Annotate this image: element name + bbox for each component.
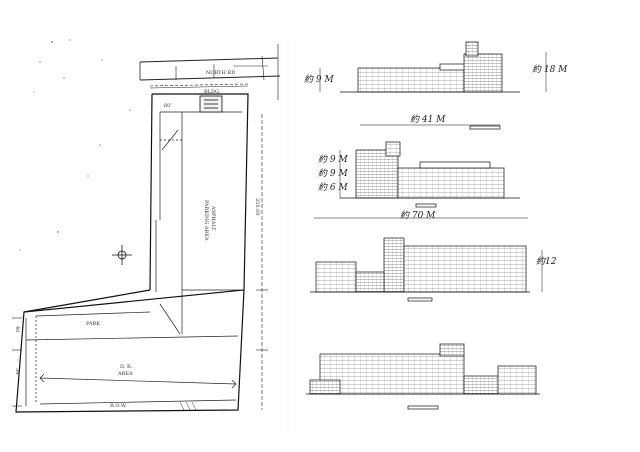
elev1-width: 約 41 M (410, 115, 446, 125)
lower-mid-sublabel: AREA (118, 371, 133, 377)
elevation-3 (310, 237, 543, 302)
building-label: BLDG (204, 89, 219, 95)
main-lot-label: PARKING AREA (203, 200, 209, 241)
elev2-height-2: 約 9 M (318, 169, 348, 179)
left-dimension-a: 40 (14, 326, 20, 333)
elev3-height-right: 約12 (536, 257, 557, 267)
elev2-width: 約 70 M (400, 211, 436, 221)
lower-mid-label: D. R. (120, 364, 133, 370)
elevation-4 (306, 343, 540, 410)
angle-dimension-label: 60' (164, 103, 172, 109)
elev2-height-3: 約 6 M (318, 183, 348, 193)
right-dimension-label: 250.00 (254, 198, 260, 216)
lower-left-label: PARK (86, 321, 101, 327)
north-road-label: NORTH RD (206, 70, 236, 76)
bottom-edge-label: R.O.W. (110, 403, 127, 409)
elev1-height-left: 約 9 M (304, 75, 334, 85)
elevation-2 (314, 141, 528, 219)
elevation-1 (319, 41, 547, 130)
left-dimension-b: 34 (14, 368, 20, 375)
main-lot-sublabel: ASPHALT (210, 206, 216, 231)
elev1-height-right: 約 18 M (532, 65, 568, 75)
elev2-height-1: 約 9 M (318, 155, 348, 165)
